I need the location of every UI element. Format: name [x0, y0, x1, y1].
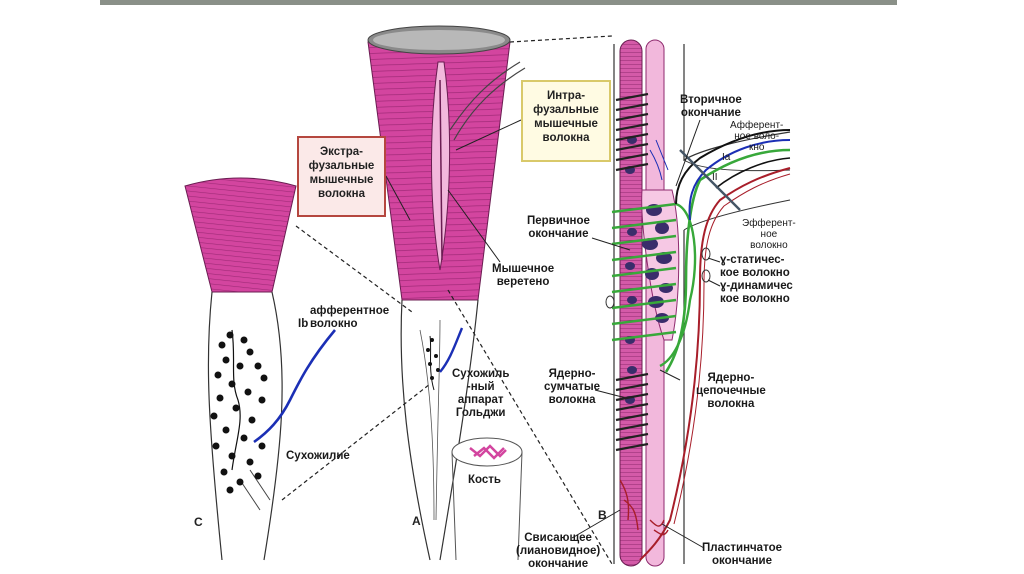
panel-b	[605, 39, 791, 567]
gamma-static-label: ɣ-статичес- кое волокно	[720, 254, 790, 279]
ib-label: Ib	[298, 318, 309, 330]
top-divider	[100, 0, 897, 5]
ia-label: Ia	[722, 152, 731, 163]
efferent-fiber-label: Эфферент- ное волокно	[742, 218, 796, 251]
nuclear-bag-label: Ядерно- сумчатые волокна	[544, 368, 601, 406]
nuclear-chain-label: Ядерно- цепочечные волокна	[696, 372, 766, 410]
gamma-dynamic-label: ɣ-динамичес кое волокно	[720, 280, 793, 305]
afferent-fiber-left-label: афферентное волокно	[310, 305, 390, 330]
extrafusal-label: Экстра- фузальные мышечные волокна	[308, 146, 375, 200]
ii-label: II	[712, 172, 718, 183]
panel-c	[184, 177, 336, 561]
pointer-lines	[385, 119, 721, 549]
extrafusal-label-box: Экстра- фузальные мышечные волокна	[297, 136, 386, 217]
muscle-spindle-label: Мышечное веретено	[492, 263, 555, 288]
panel-a-letter: A	[412, 514, 421, 528]
flower-spray-label: Свисающее (лиановидное) окончание	[516, 532, 601, 570]
primary-ending-label: Первичное окончание	[527, 215, 590, 240]
dashed-connectors	[281, 35, 613, 565]
afferent-fiber-right-label: Афферент- ное воло- кно	[730, 120, 784, 153]
panel-b-letter: B	[598, 508, 607, 522]
tendon-label: Сухожилие	[286, 450, 350, 462]
plate-ending-label: Пластинчатое окончание	[702, 542, 782, 567]
secondary-ending-label: Вторичное окончание	[680, 94, 742, 119]
intrafusal-label: Интра- фузальные мышечные волокна	[533, 90, 599, 144]
intrafusal-label-box: Интра- фузальные мышечные волокна	[521, 80, 611, 162]
bone-label: Кость	[468, 474, 501, 486]
golgi-apparatus-label: Сухожиль -ный аппарат Гольджи	[452, 368, 510, 419]
panel-c-letter: C	[194, 515, 203, 529]
panel-a	[367, 25, 526, 561]
